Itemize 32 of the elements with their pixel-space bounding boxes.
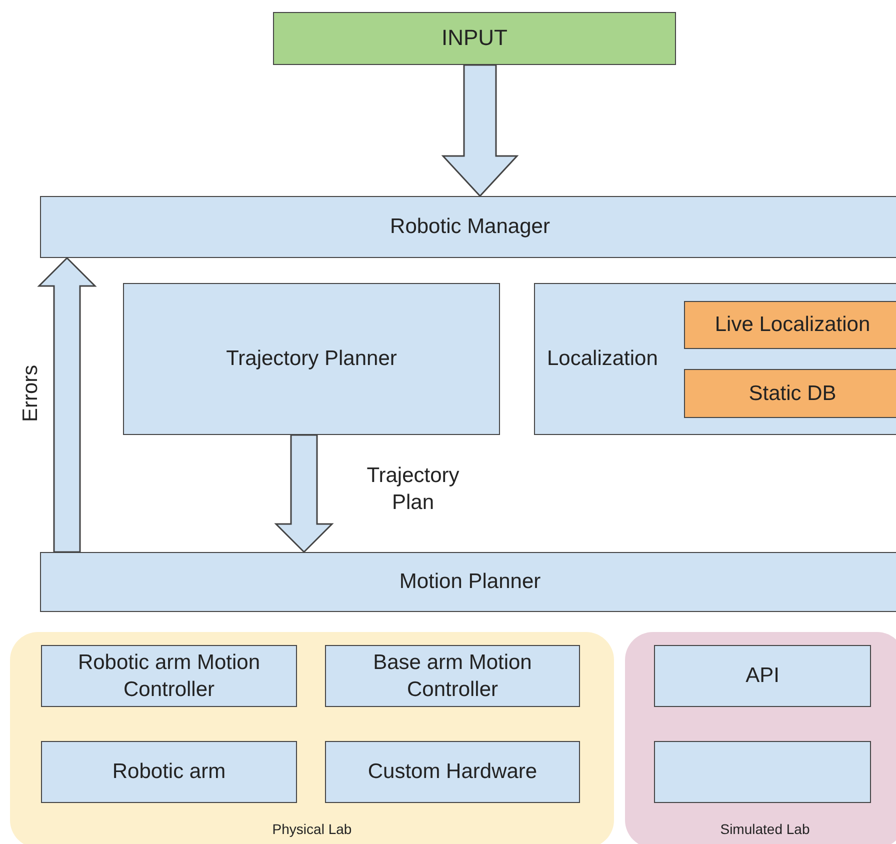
block-arrow — [37, 256, 97, 553]
node-label: Static DB — [748, 380, 836, 407]
node-label: Trajectory Planner — [226, 346, 397, 372]
block-arrow — [274, 434, 334, 554]
planner-box — [40, 552, 896, 612]
api-box — [654, 645, 871, 707]
block-arrow — [441, 64, 519, 198]
group-label: Simulated Lab — [720, 820, 810, 838]
node-label: Localization — [547, 346, 658, 372]
hardware-box — [41, 741, 297, 803]
node-label: Custom Hardware — [368, 759, 538, 786]
simulator-box — [654, 741, 871, 803]
localization-box — [534, 283, 896, 435]
input-box — [273, 12, 676, 65]
node-label: Base arm Motion Controller — [372, 650, 533, 703]
group-panel — [625, 632, 896, 844]
manager-box — [40, 196, 896, 258]
node-label: Robotic arm — [112, 759, 226, 786]
hardware-box — [325, 741, 580, 803]
planner-box — [123, 283, 500, 435]
group-panel — [10, 632, 614, 844]
node-label: Robotic arm Motion Controller — [76, 650, 262, 703]
component-box — [684, 369, 896, 418]
group-label: Physical Lab — [272, 820, 352, 838]
node-label: API — [746, 663, 780, 690]
node-label: Robotic Manager — [390, 214, 550, 240]
controller-box — [41, 645, 297, 707]
controller-box — [325, 645, 580, 707]
node-label: Motion Planner — [399, 569, 541, 596]
component-box — [684, 301, 896, 349]
node-label: INPUT — [442, 24, 508, 52]
node-label: Live Localization — [714, 312, 870, 338]
